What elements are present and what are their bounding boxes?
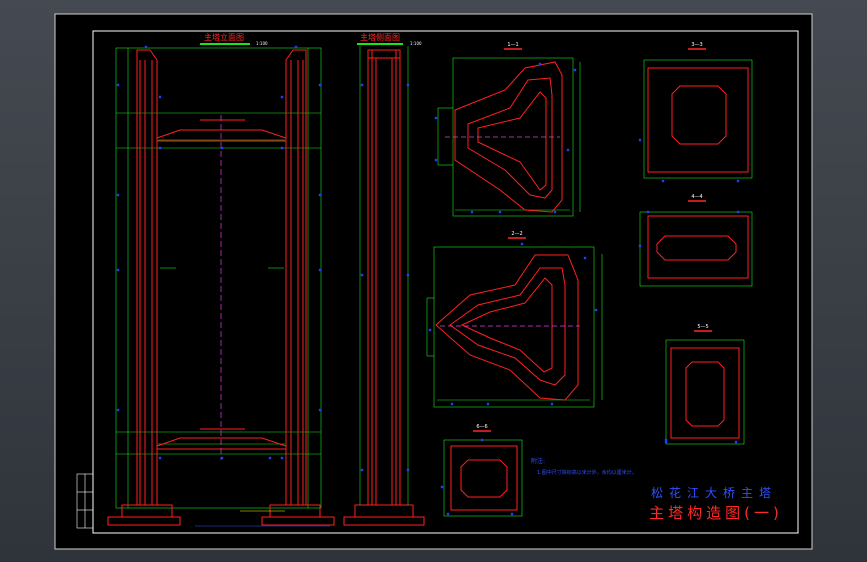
drawing-name: 主塔构造图(一) [649, 504, 783, 522]
section-5-outer [670, 347, 740, 439]
dimension-marker [406, 83, 410, 87]
elevation-scale: 1:100 [256, 41, 268, 46]
dimension-marker [280, 456, 284, 460]
dimension-marker [116, 268, 120, 272]
dimension-marker [470, 210, 474, 214]
dimension-marker [736, 179, 740, 183]
section-4: 4—4 [639, 194, 753, 287]
section-6-inner [460, 459, 508, 498]
project-name: 松花江大桥主塔 [651, 485, 777, 500]
section-4-outer [647, 215, 749, 279]
dimension-marker [434, 116, 438, 120]
dimension-marker [573, 68, 577, 72]
dimension-marker [406, 273, 410, 277]
elevation-base [107, 504, 335, 526]
section-6-outer [450, 445, 518, 511]
inner-frame [92, 30, 799, 534]
dimension-marker [486, 402, 490, 406]
dimension-marker [318, 408, 322, 412]
dimension-marker [268, 456, 272, 460]
section-2-shape [435, 254, 579, 401]
dimension-marker [638, 138, 642, 142]
dimension-marker [318, 83, 322, 87]
dimension-marker [550, 402, 554, 406]
dimension-marker [450, 402, 454, 406]
dimension-marker [538, 62, 542, 66]
dimension-marker [428, 328, 432, 332]
side-view: 主塔侧面图 1:100 [343, 32, 425, 526]
section-2: 2—2 [426, 231, 603, 408]
left-tower-leg [136, 49, 158, 506]
dimension-marker [144, 45, 148, 49]
notes-block: 附注: 1.图中尺寸除标高以米计外，余均以厘米计。 [531, 457, 637, 476]
dimension-marker [280, 95, 284, 99]
elevation-dimensions [115, 47, 322, 509]
dimension-marker [318, 193, 322, 197]
dimension-marker [318, 268, 322, 272]
dimension-marker [661, 179, 665, 183]
dimension-markers [116, 45, 740, 516]
dimension-marker [664, 438, 668, 442]
dimension-marker [220, 146, 224, 150]
dimension-marker [294, 45, 298, 49]
side-scale: 1:100 [410, 41, 422, 46]
dimension-marker [498, 210, 502, 214]
section-4-inner [656, 235, 737, 261]
section-3: 3—3 [643, 42, 753, 179]
section-1-shape [454, 61, 563, 213]
side-title: 主塔侧面图 [360, 32, 400, 42]
section-4-label: 4—4 [691, 194, 702, 200]
section-2-label: 2—2 [511, 231, 522, 237]
revision-block [76, 473, 94, 529]
section-6-label: 6—6 [476, 424, 487, 430]
dimension-marker [158, 95, 162, 99]
dimension-marker [116, 193, 120, 197]
section-3-inner [671, 85, 727, 145]
dimension-marker [594, 308, 598, 312]
dimension-marker [158, 456, 162, 460]
dimension-marker [220, 456, 224, 460]
dimension-marker [646, 210, 650, 214]
section-3-label: 3—3 [691, 42, 702, 48]
notes-heading: 附注: [531, 457, 545, 465]
side-tower [343, 49, 425, 526]
dimension-marker [520, 242, 524, 246]
elevation-view: 主塔立面图 1:100 [107, 32, 335, 527]
section-1: 1—1 [437, 42, 581, 217]
dimension-marker [406, 468, 410, 472]
dimension-marker [734, 440, 738, 444]
right-tower-leg [285, 49, 307, 506]
dimension-marker [638, 244, 642, 248]
dimension-marker [116, 408, 120, 412]
dimension-marker [116, 83, 120, 87]
lower-cross-beam [156, 428, 287, 450]
dimension-marker [158, 146, 162, 150]
drawing-canvas [54, 13, 813, 550]
section-5-inner [685, 361, 725, 427]
elevation-title: 主塔立面图 [204, 32, 244, 42]
dimension-marker [280, 146, 284, 150]
dimension-marker [360, 83, 364, 87]
dimension-marker [736, 210, 740, 214]
dimension-marker [440, 485, 444, 489]
section-1-label: 1—1 [507, 42, 518, 48]
dimension-marker [566, 148, 570, 152]
notes-line-1: 1.图中尺寸除标高以米计外，余均以厘米计。 [537, 469, 637, 476]
dimension-marker [664, 440, 668, 444]
section-5-label: 5—5 [697, 324, 708, 330]
dimension-marker [510, 512, 514, 516]
dimension-marker [434, 158, 438, 162]
dimension-marker [480, 438, 484, 442]
dimension-marker [553, 210, 557, 214]
dimension-marker [360, 273, 364, 277]
dimension-marker [446, 512, 450, 516]
dimension-marker [583, 256, 587, 260]
dimension-marker [360, 468, 364, 472]
title-block: 松花江大桥主塔 主塔构造图(一) [649, 485, 783, 522]
section-5: 5—5 [665, 324, 745, 445]
section-3-outer [647, 67, 749, 173]
